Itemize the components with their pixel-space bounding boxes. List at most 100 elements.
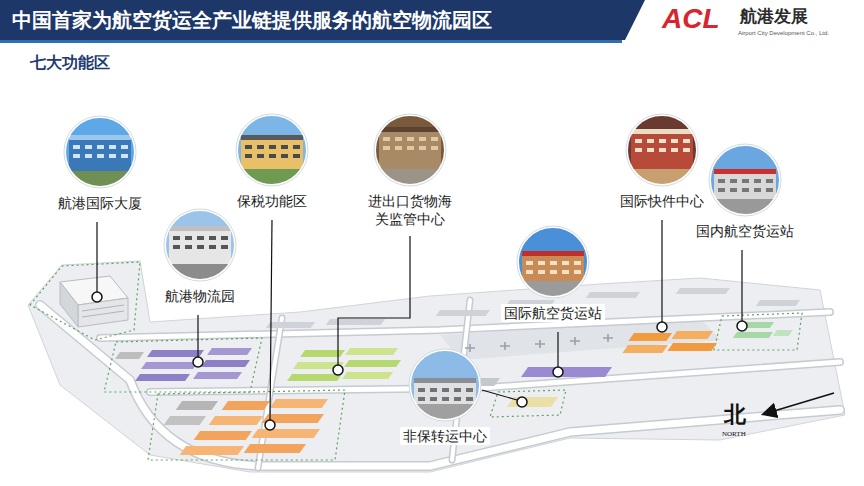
zone-name: 进出口货物海 关监管中心 <box>362 192 458 228</box>
building <box>436 310 490 316</box>
photo-window <box>454 388 461 392</box>
photo-band <box>631 129 693 134</box>
photo-window <box>718 188 725 192</box>
building <box>773 330 793 336</box>
zone-photo <box>516 225 590 299</box>
photo-sky <box>516 225 590 299</box>
zone-name: 非保转运中心 <box>400 427 490 445</box>
zone-marker <box>333 365 343 375</box>
photo-content <box>373 113 447 187</box>
photo-frame <box>165 210 235 280</box>
photo-window <box>281 154 288 158</box>
photo-window <box>766 179 773 183</box>
building <box>222 401 270 410</box>
building <box>266 322 315 328</box>
photo-window <box>659 148 666 152</box>
photo-window <box>550 261 557 265</box>
photo-rim <box>626 114 698 186</box>
photo-building <box>414 378 476 404</box>
building <box>671 331 713 339</box>
photo-window <box>526 261 533 265</box>
zone-name: 航港物流园 <box>162 287 238 305</box>
photo-frame <box>375 115 445 185</box>
zone-callout: 航港国际大厦 <box>52 115 148 212</box>
leader-line <box>661 220 662 322</box>
leader-line <box>482 390 517 400</box>
photo-window <box>730 179 737 183</box>
photo-content <box>235 113 309 187</box>
zone-boundary <box>714 313 802 350</box>
building <box>586 292 640 298</box>
zone-callout: 进出口货物海 关监管中心 <box>359 113 461 228</box>
photo-window <box>431 146 438 150</box>
photo-window <box>419 146 426 150</box>
photo-window <box>109 145 116 149</box>
photo-window <box>466 397 473 401</box>
photo-window <box>683 148 690 152</box>
tower-side <box>60 282 78 327</box>
photo-window <box>407 146 414 150</box>
photo-building <box>714 169 776 199</box>
building <box>326 319 385 325</box>
building <box>628 333 672 341</box>
building <box>507 397 558 407</box>
building <box>193 372 242 379</box>
building <box>733 332 773 338</box>
photo-window <box>383 137 390 141</box>
photo-window <box>538 270 545 274</box>
leader-line <box>338 236 410 365</box>
photo-window <box>430 397 437 401</box>
photo-window <box>245 145 252 149</box>
building <box>667 343 717 351</box>
photo-window <box>257 154 264 158</box>
north-arrow <box>764 393 834 414</box>
photo-window <box>121 145 128 149</box>
building <box>756 300 800 306</box>
building <box>207 348 252 355</box>
leader-line <box>197 315 198 357</box>
photo-window <box>245 154 252 158</box>
photo-band <box>414 378 476 383</box>
leader-line <box>741 250 742 321</box>
airplane <box>570 337 580 345</box>
photo-window <box>418 397 425 401</box>
building <box>521 367 612 377</box>
photo-window <box>538 261 545 265</box>
photo-window <box>683 139 690 143</box>
photo-window <box>73 154 80 158</box>
photo-window <box>395 146 402 150</box>
photo-window <box>635 148 642 152</box>
logo-name: 航港发展 <box>740 6 808 27</box>
photo-rim <box>236 114 308 186</box>
photo-rim <box>409 349 481 421</box>
photo-sky <box>625 113 699 187</box>
photo-frame <box>410 350 480 420</box>
building <box>345 348 398 355</box>
photo-window <box>281 145 288 149</box>
zone-callout: 国际快件中心 <box>614 113 710 210</box>
photo-window <box>659 139 666 143</box>
building <box>176 401 218 410</box>
photo-sky <box>408 348 482 422</box>
photo-window <box>550 270 557 274</box>
photo-content <box>625 113 699 187</box>
photo-window <box>293 154 300 158</box>
photo-building <box>69 135 131 171</box>
photo-window <box>454 397 461 401</box>
photo-content <box>708 143 782 217</box>
photo-window <box>635 139 642 143</box>
road-edge <box>40 305 840 466</box>
photo-window <box>419 137 426 141</box>
photo-window <box>185 236 192 240</box>
logo-english: Airport City Development Co., Ltd. <box>738 29 829 37</box>
photo-window <box>293 145 300 149</box>
zone-boundary <box>490 390 566 417</box>
photo-band <box>522 251 584 256</box>
photo-window <box>418 388 425 392</box>
zone-photo <box>163 208 237 282</box>
photo-band <box>169 226 231 231</box>
photo-window <box>383 146 390 150</box>
photo-window <box>430 388 437 392</box>
photo-window <box>718 179 725 183</box>
building <box>194 431 252 440</box>
